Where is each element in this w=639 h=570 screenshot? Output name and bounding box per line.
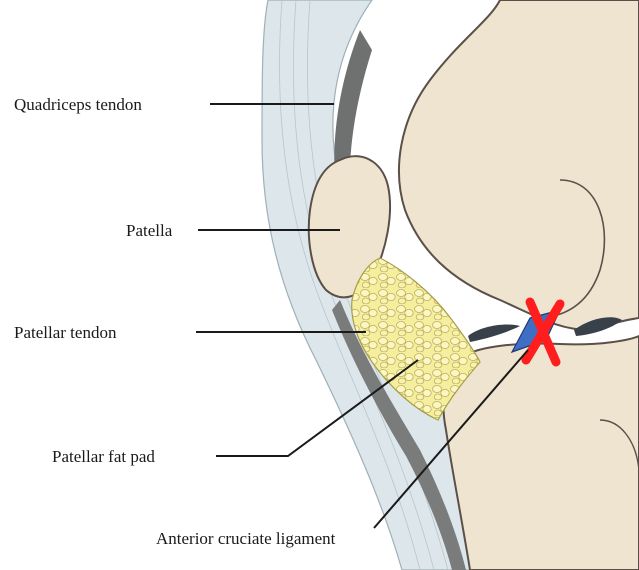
meniscus-anterior xyxy=(468,324,520,342)
label-patellar-tendon: Patellar tendon xyxy=(14,324,116,341)
label-quadriceps-tendon: Quadriceps tendon xyxy=(14,96,142,113)
label-patella: Patella xyxy=(126,222,172,239)
femur-bone xyxy=(399,0,639,330)
label-patellar-fat-pad: Patellar fat pad xyxy=(52,448,155,465)
label-anterior-cruciate-ligament: Anterior cruciate ligament xyxy=(156,530,335,547)
